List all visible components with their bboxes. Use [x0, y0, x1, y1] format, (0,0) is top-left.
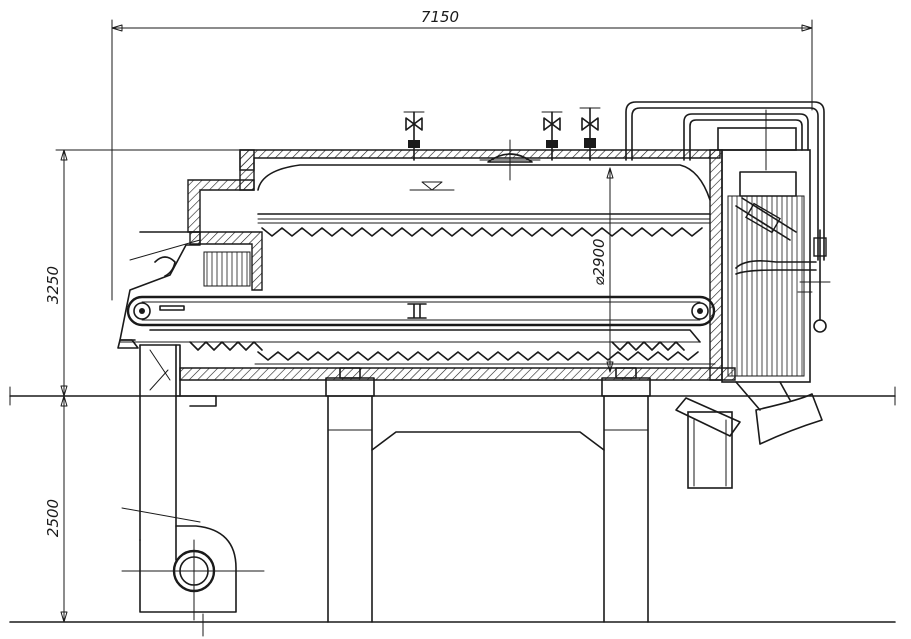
- dimension-overall-length: 7150: [111, 8, 813, 301]
- rear-tube-bank: [717, 109, 811, 383]
- top-valve-3: [579, 107, 601, 161]
- dimension-lower-height: 2500: [44, 395, 68, 623]
- steam-piping: [625, 101, 825, 261]
- dim-overall-length-text: 7150: [421, 8, 459, 26]
- conveyor-grate: [119, 295, 716, 343]
- dimension-diameter: ⌀2900: [590, 167, 614, 373]
- top-valve-2: [541, 111, 563, 161]
- flue-outlet: [675, 381, 823, 489]
- dim-diameter-text: ⌀2900: [590, 238, 608, 285]
- lower-zigzag-surface: [189, 341, 716, 365]
- top-valve-1: [403, 111, 425, 161]
- feed-hopper: [117, 231, 263, 349]
- blower-fan: [121, 344, 265, 621]
- boiler-drum: [257, 164, 711, 224]
- dim-lower-height-text: 2500: [44, 499, 62, 537]
- support-columns: [325, 367, 651, 623]
- water-column-gauge: [735, 229, 831, 333]
- upper-zigzag-surface: [261, 227, 703, 237]
- dim-upper-height-text: 3250: [44, 266, 62, 304]
- dimension-upper-height: 3250: [44, 149, 251, 397]
- boiler-casing: [179, 149, 736, 381]
- manhole-cover: [479, 139, 541, 181]
